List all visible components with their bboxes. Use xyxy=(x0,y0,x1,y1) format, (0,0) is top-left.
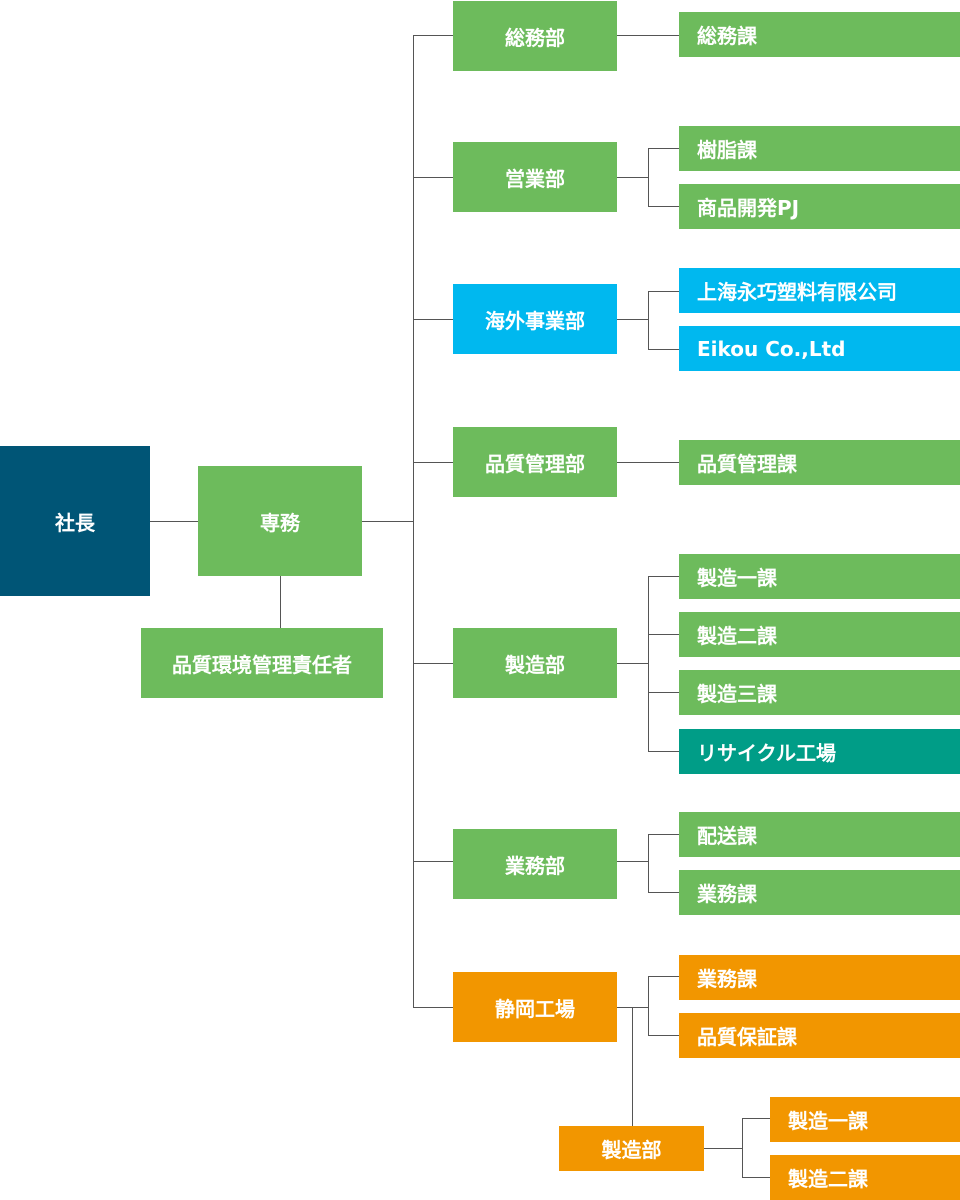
department-box: 静岡工場 xyxy=(453,972,617,1042)
department-label: 海外事業部 xyxy=(485,308,585,333)
connector xyxy=(362,521,413,522)
section-box: 上海永巧塑料有限公司 xyxy=(679,268,960,313)
section-box: 業務課 xyxy=(679,870,960,915)
section-box: Eikou Co.,Ltd xyxy=(679,326,960,371)
connector xyxy=(648,751,679,752)
connector xyxy=(648,291,649,349)
connector xyxy=(413,1007,453,1008)
connector xyxy=(617,35,679,36)
section-label: 製造二課 xyxy=(697,624,777,648)
section-label: リサイクル工場 xyxy=(697,741,836,765)
sub-department-label: 製造部 xyxy=(601,1138,662,1162)
connector xyxy=(413,861,453,862)
department-label: 営業部 xyxy=(505,166,565,191)
president-box: 社長 xyxy=(0,446,150,596)
department-label: 製造部 xyxy=(505,652,565,677)
section-box: 品質保証課 xyxy=(679,1013,960,1058)
connector xyxy=(617,177,648,178)
department-label: 静岡工場 xyxy=(495,996,575,1021)
connector xyxy=(648,148,679,149)
connector xyxy=(648,1035,679,1036)
section-label: 上海永巧塑料有限公司 xyxy=(697,280,897,304)
connector xyxy=(742,1177,770,1178)
section-label: 配送課 xyxy=(697,824,757,848)
section-box: 業務課 xyxy=(679,955,960,1000)
section-box: 樹脂課 xyxy=(679,126,960,171)
connector xyxy=(648,834,649,892)
connector xyxy=(413,177,453,178)
department-label: 総務部 xyxy=(505,25,565,50)
section-label: 製造二課 xyxy=(788,1167,868,1191)
section-box: 製造一課 xyxy=(770,1097,960,1142)
section-box: 配送課 xyxy=(679,812,960,857)
department-box: 品質管理部 xyxy=(453,427,617,497)
connector xyxy=(413,35,414,1007)
connector xyxy=(617,861,648,862)
sub-department-box: 製造部 xyxy=(559,1126,704,1171)
connector xyxy=(648,634,679,635)
connector xyxy=(648,892,679,893)
connector xyxy=(150,521,198,522)
department-box: 営業部 xyxy=(453,142,617,212)
department-box: 業務部 xyxy=(453,829,617,899)
section-box: 商品開発PJ xyxy=(679,184,960,229)
connector xyxy=(648,976,679,977)
department-box: 海外事業部 xyxy=(453,284,617,354)
connector xyxy=(280,576,281,628)
connector xyxy=(413,462,453,463)
department-label: 業務部 xyxy=(505,853,565,878)
section-label: 品質管理課 xyxy=(697,452,797,476)
department-label: 品質管理部 xyxy=(485,451,585,476)
section-box: 製造二課 xyxy=(770,1155,960,1200)
section-label: 樹脂課 xyxy=(697,138,757,162)
connector xyxy=(648,148,649,206)
connector xyxy=(648,576,649,751)
connector xyxy=(742,1118,743,1177)
connector xyxy=(742,1118,770,1119)
section-box: 品質管理課 xyxy=(679,440,960,485)
connector xyxy=(648,291,679,292)
connector xyxy=(648,349,679,350)
section-label: 製造三課 xyxy=(697,682,777,706)
connector xyxy=(704,1148,742,1149)
section-label: 業務課 xyxy=(697,967,757,991)
senior-director-box: 専務 xyxy=(198,466,362,576)
senior-director-label: 専務 xyxy=(260,510,300,535)
section-label: 業務課 xyxy=(697,882,757,906)
section-box: 総務課 xyxy=(679,12,960,57)
department-box: 製造部 xyxy=(453,628,617,698)
department-box: 総務部 xyxy=(453,1,617,71)
president-label: 社長 xyxy=(55,510,95,535)
connector xyxy=(632,1007,633,1126)
qe-manager-label: 品質環境管理責任者 xyxy=(172,652,352,677)
section-box: 製造三課 xyxy=(679,670,960,715)
connector xyxy=(648,206,679,207)
section-box: 製造二課 xyxy=(679,612,960,657)
section-box: 製造一課 xyxy=(679,554,960,599)
section-label: 総務課 xyxy=(697,24,757,48)
section-label: 品質保証課 xyxy=(697,1025,797,1049)
connector xyxy=(617,663,648,664)
connector xyxy=(413,319,453,320)
section-label: 商品開発PJ xyxy=(697,196,800,220)
section-label: 製造一課 xyxy=(697,566,777,590)
connector xyxy=(617,319,648,320)
section-label: Eikou Co.,Ltd xyxy=(697,336,846,361)
section-label: 製造一課 xyxy=(788,1109,868,1133)
connector xyxy=(648,692,679,693)
connector xyxy=(648,576,679,577)
connector xyxy=(413,35,453,36)
connector xyxy=(413,663,453,664)
connector xyxy=(648,976,649,1035)
connector xyxy=(648,834,679,835)
section-box: リサイクル工場 xyxy=(679,729,960,774)
connector xyxy=(617,462,679,463)
qe-manager-box: 品質環境管理責任者 xyxy=(141,628,383,698)
